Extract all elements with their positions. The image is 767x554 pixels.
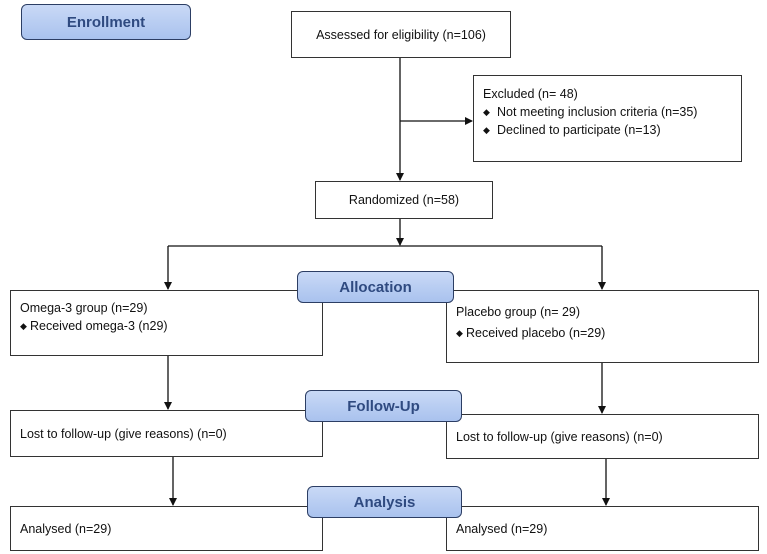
left-analysis-text: Analysed (n=29): [20, 521, 112, 536]
stage-allocation-label: Allocation: [339, 278, 412, 296]
left-group-box: Omega-3 group (n=29) ◆ Received omega-3 …: [10, 290, 323, 356]
right-group-box: Placebo group (n= 29) ◆ Received placebo…: [446, 290, 759, 363]
excluded-item: ◆ Not meeting inclusion criteria (n=35): [483, 103, 732, 121]
left-group-title: Omega-3 group (n=29): [20, 301, 148, 315]
stage-analysis: Analysis: [307, 486, 462, 518]
diamond-bullet-icon: ◆: [483, 107, 490, 117]
randomized-box: Randomized (n=58): [315, 181, 493, 219]
diamond-bullet-icon: ◆: [456, 328, 463, 338]
right-analysis-box: Analysed (n=29): [446, 506, 759, 551]
excluded-box: Excluded (n= 48) ◆ Not meeting inclusion…: [473, 75, 742, 162]
stage-follow-up: Follow-Up: [305, 390, 462, 422]
excluded-item-text: Not meeting inclusion criteria (n=35): [497, 105, 698, 119]
left-analysis-box: Analysed (n=29): [10, 506, 323, 551]
stage-follow-up-label: Follow-Up: [347, 397, 420, 415]
excluded-item-text: Declined to participate (n=13): [497, 123, 661, 137]
stage-analysis-label: Analysis: [353, 493, 416, 511]
right-followup-text: Lost to follow-up (give reasons) (n=0): [456, 429, 663, 444]
randomized-text: Randomized (n=58): [348, 193, 460, 207]
left-group-received: Received omega-3 (n29): [30, 319, 168, 333]
assessed-box: Assessed for eligibility (n=106): [291, 11, 511, 58]
right-followup-box: Lost to follow-up (give reasons) (n=0): [446, 414, 759, 459]
excluded-title: Excluded (n= 48): [483, 87, 578, 101]
stage-enrollment-label: Enrollment: [66, 13, 146, 31]
diamond-bullet-icon: ◆: [483, 125, 490, 135]
left-followup-box: Lost to follow-up (give reasons) (n=0): [10, 410, 323, 457]
diamond-bullet-icon: ◆: [20, 321, 27, 331]
stage-allocation: Allocation: [297, 271, 454, 303]
right-group-item: ◆ Received placebo (n=29): [456, 324, 749, 342]
assessed-text: Assessed for eligibility (n=106): [316, 27, 486, 42]
excluded-item: ◆ Declined to participate (n=13): [483, 121, 732, 139]
right-group-received: Received placebo (n=29): [466, 326, 606, 340]
right-group-title: Placebo group (n= 29): [456, 305, 581, 319]
left-followup-text: Lost to follow-up (give reasons) (n=0): [20, 426, 227, 441]
stage-enrollment: Enrollment: [21, 4, 191, 40]
left-group-item: ◆ Received omega-3 (n29): [20, 317, 313, 335]
right-analysis-text: Analysed (n=29): [456, 521, 548, 536]
